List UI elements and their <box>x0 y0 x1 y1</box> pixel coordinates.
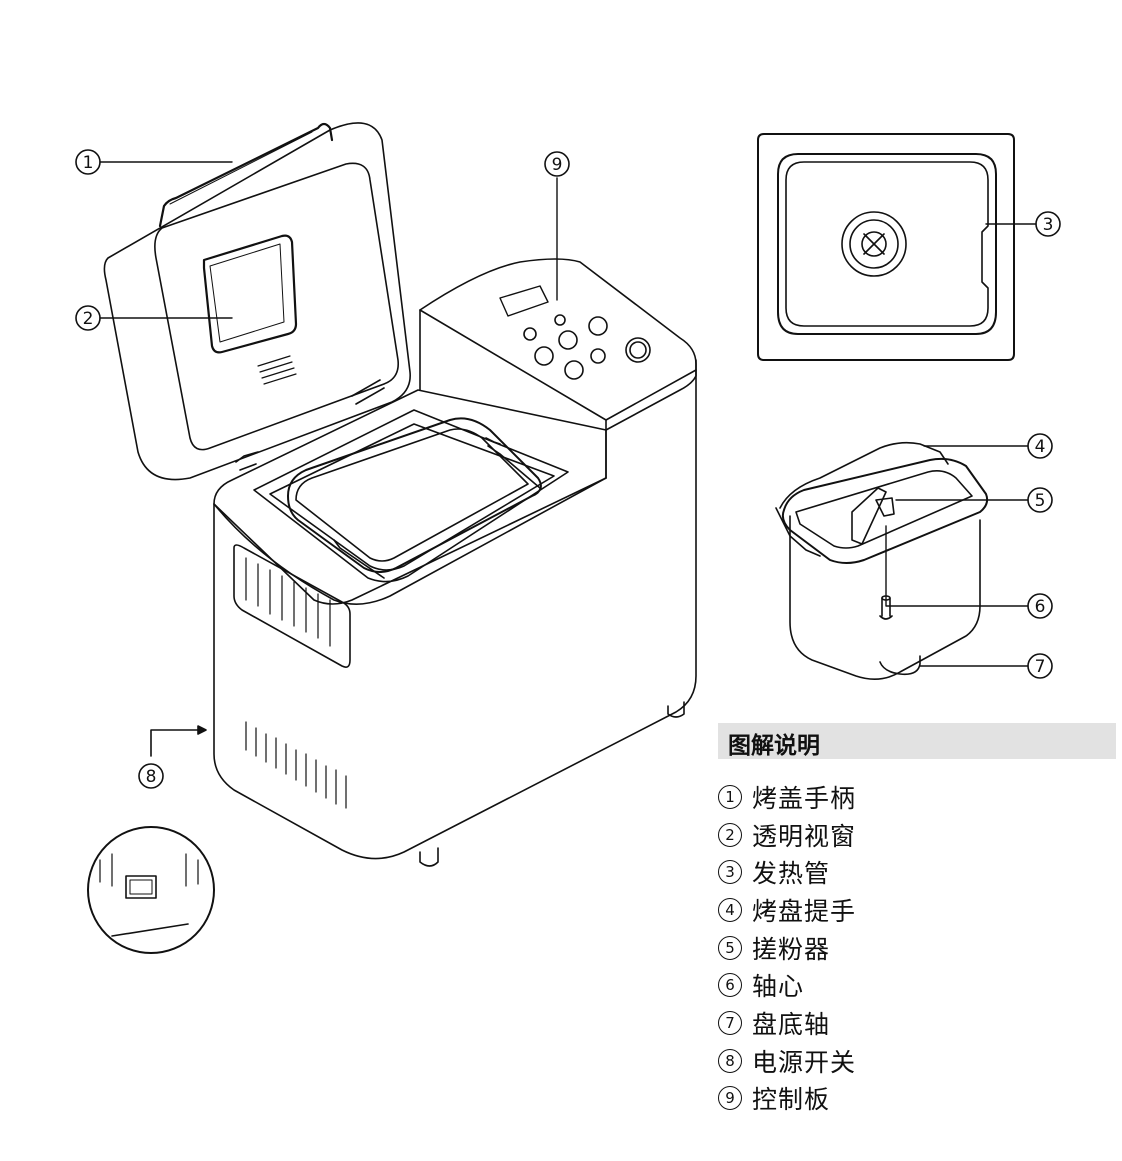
legend-header: 图解说明 <box>718 723 1116 759</box>
panel-button <box>558 330 578 350</box>
legend-number: 8 <box>718 1048 742 1073</box>
power-switch-detail <box>87 826 215 954</box>
leader-lines <box>99 161 1037 667</box>
legend-number: 9 <box>718 1086 742 1111</box>
power-switch-icon <box>125 875 157 899</box>
legend-number: 6 <box>718 973 742 998</box>
panel-button <box>564 360 584 380</box>
legend-number: 1 <box>718 784 742 809</box>
legend-label: 烤盖手柄 <box>752 783 857 813</box>
callout-9 <box>544 151 570 177</box>
bread-pan <box>775 441 989 680</box>
legend-number: 5 <box>718 935 742 960</box>
legend-label: 透明视窗 <box>752 821 857 851</box>
legend-label: 控制板 <box>752 1085 831 1115</box>
callout-8 <box>138 763 164 789</box>
panel-button <box>625 337 651 363</box>
panel-button <box>534 346 554 366</box>
legend-item: 8 电源开关 <box>718 1042 856 1080</box>
callout-5 <box>1027 487 1053 513</box>
legend-item: 9 控制板 <box>718 1080 856 1118</box>
callout-4 <box>1027 433 1053 459</box>
switch-pointer-arrow <box>150 729 201 757</box>
legend-title: 图解说明 <box>728 733 820 759</box>
legend-label: 搓粉器 <box>752 934 831 964</box>
legend-label: 轴心 <box>752 972 805 1002</box>
panel-button <box>523 327 537 341</box>
legend-number: 4 <box>718 897 742 922</box>
callout-3 <box>1035 211 1061 237</box>
bread-maker-body <box>213 258 697 867</box>
legend-item: 1 烤盖手柄 <box>718 778 856 816</box>
callout-2 <box>75 305 101 331</box>
callout-6-label: 6 <box>1035 597 1046 617</box>
callout-8-label: 8 <box>146 767 157 787</box>
control-panel <box>499 285 651 380</box>
heating-tube-detail <box>757 133 1015 361</box>
callout-7 <box>1027 653 1053 679</box>
legend-item: 4 烤盘提手 <box>718 891 856 929</box>
legend-number: 2 <box>718 822 742 847</box>
legend-item: 3 发热管 <box>718 853 856 891</box>
callout-circles <box>75 149 1061 789</box>
shaft <box>879 597 893 620</box>
callout-7-label: 7 <box>1035 657 1046 677</box>
legend-item: 2 透明视窗 <box>718 816 856 854</box>
legend-number: 3 <box>718 860 742 885</box>
panel-button <box>554 314 566 326</box>
callout-6 <box>1027 593 1053 619</box>
legend-list: 1 烤盖手柄 2 透明视窗 3 发热管 4 烤盘提手 5 搓粉器 6 轴心 7 盘底轴 8 电源… <box>718 778 856 1117</box>
kneading-blade <box>851 487 887 545</box>
callout-1 <box>75 149 101 175</box>
callout-3-label: 3 <box>1043 215 1054 235</box>
legend-label: 烤盘提手 <box>752 896 857 926</box>
callout-4-label: 4 <box>1035 437 1046 457</box>
legend-label: 电源开关 <box>752 1047 857 1077</box>
legend-item: 7 盘底轴 <box>718 1004 856 1042</box>
legend-label: 盘底轴 <box>752 1009 831 1039</box>
panel-button <box>629 341 647 359</box>
panel-button <box>588 316 608 336</box>
legend-item: 5 搓粉器 <box>718 929 856 967</box>
legend-item: 6 轴心 <box>718 966 856 1004</box>
lid <box>103 122 411 481</box>
legend-number: 7 <box>718 1010 742 1035</box>
callout-1-label: 1 <box>83 153 94 173</box>
callout-5-label: 5 <box>1035 491 1046 511</box>
callout-9-label: 9 <box>552 155 563 175</box>
legend-label: 发热管 <box>752 859 831 889</box>
callout-2-label: 2 <box>83 309 94 329</box>
panel-button <box>590 348 606 364</box>
